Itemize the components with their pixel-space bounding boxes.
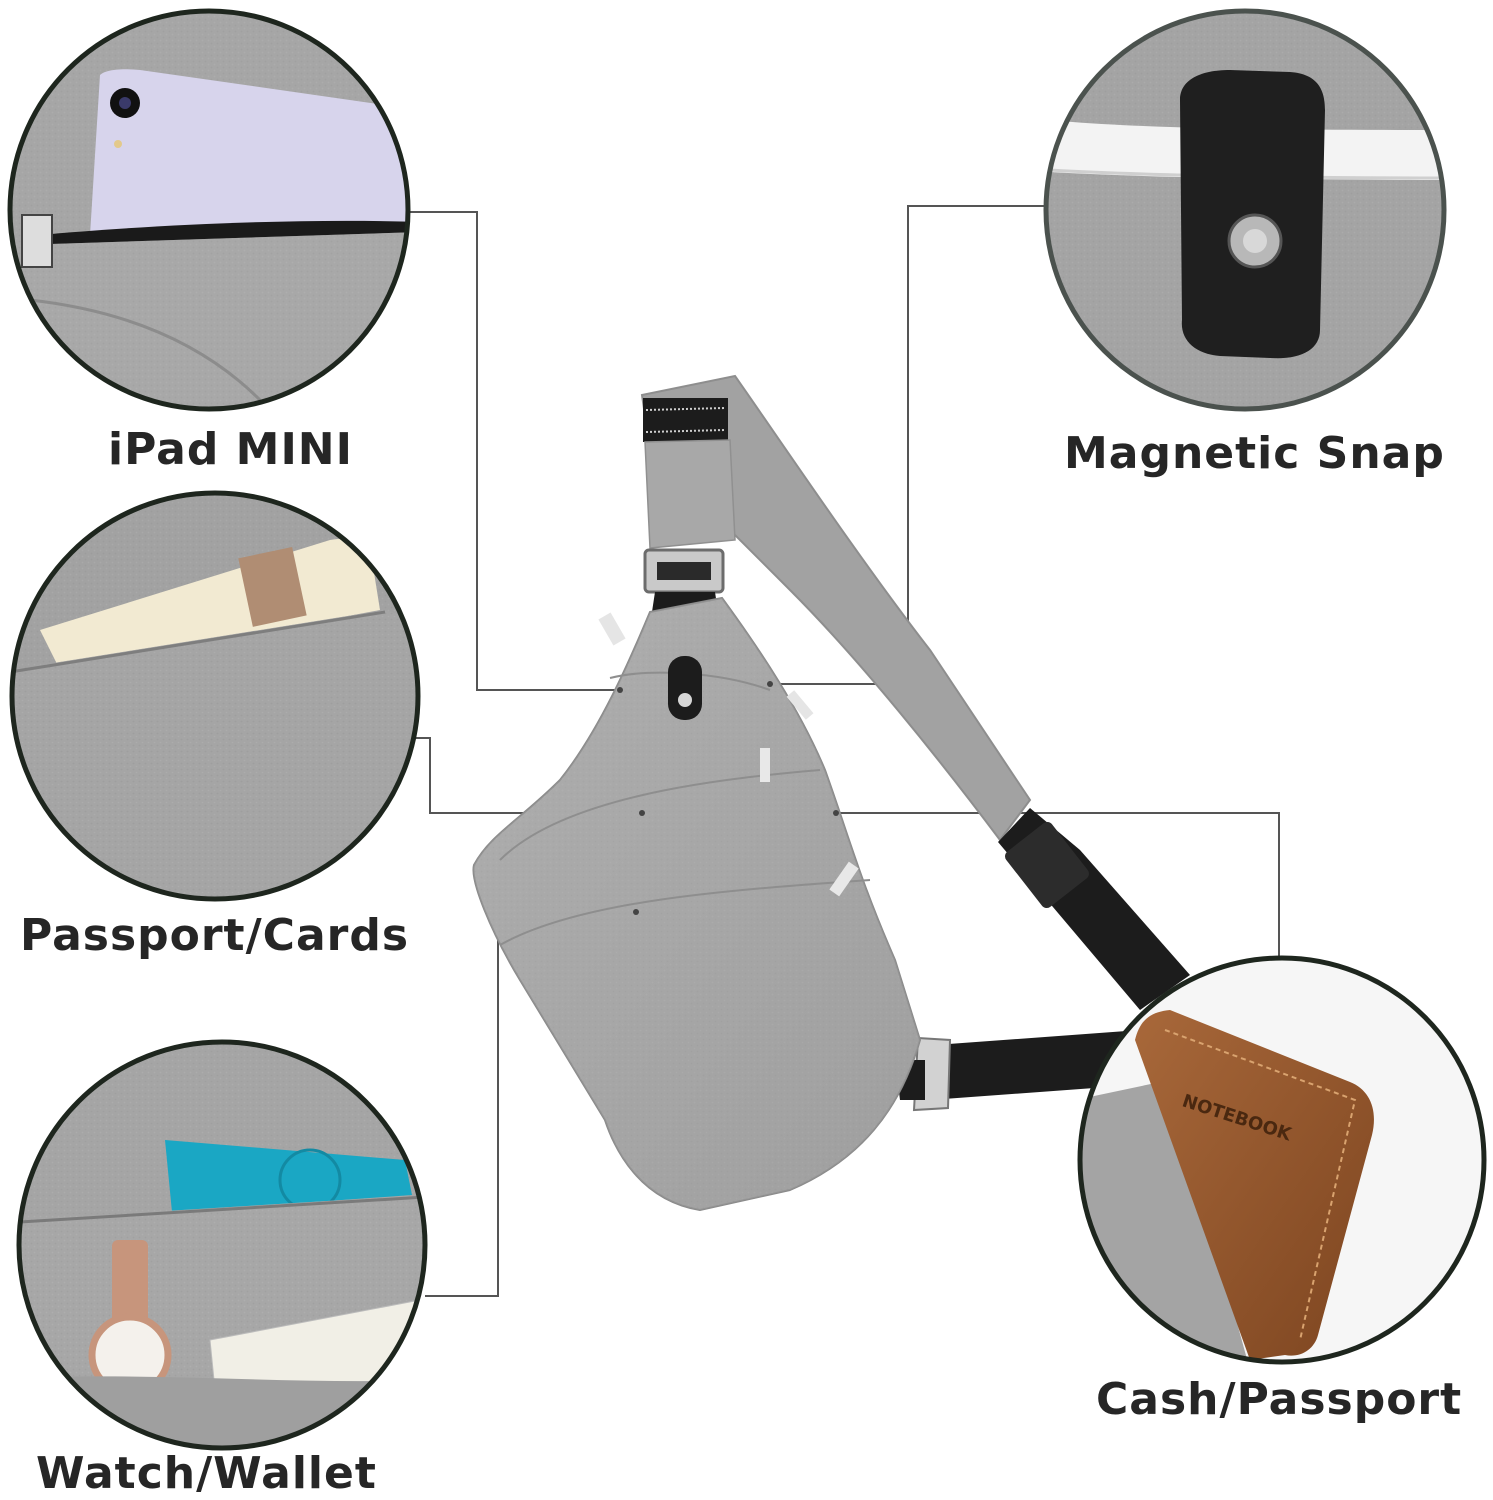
reflective-band bbox=[643, 398, 728, 442]
tablet-device bbox=[90, 69, 408, 235]
callout-magnetic-snap: Magnetic Snap bbox=[1064, 428, 1445, 479]
connector-ipad bbox=[410, 211, 620, 691]
callout-watch-wallet: Watch/Wallet bbox=[36, 1448, 377, 1499]
detail-circle-magnetic-snap bbox=[1043, 8, 1447, 412]
detail-circle-passport-cards bbox=[9, 490, 421, 902]
detail-circle-watch-wallet bbox=[16, 1039, 428, 1451]
sling-bag bbox=[472, 374, 1190, 1212]
callout-passport-cards: Passport/Cards bbox=[20, 910, 410, 961]
callout-cash-passport: Cash/Passport bbox=[1096, 1374, 1463, 1425]
detail-circle-ipad bbox=[7, 8, 411, 412]
callout-ipad-mini: iPad MINI bbox=[108, 424, 354, 475]
leather-notebook bbox=[1135, 1010, 1374, 1360]
wallet-white bbox=[209, 1299, 425, 1391]
connector-magnetic bbox=[770, 205, 1045, 685]
snap-tab bbox=[668, 656, 702, 720]
teal-card-wallet bbox=[165, 1140, 412, 1212]
detail-circle-cash-passport: NOTEBOOK bbox=[1077, 955, 1487, 1365]
